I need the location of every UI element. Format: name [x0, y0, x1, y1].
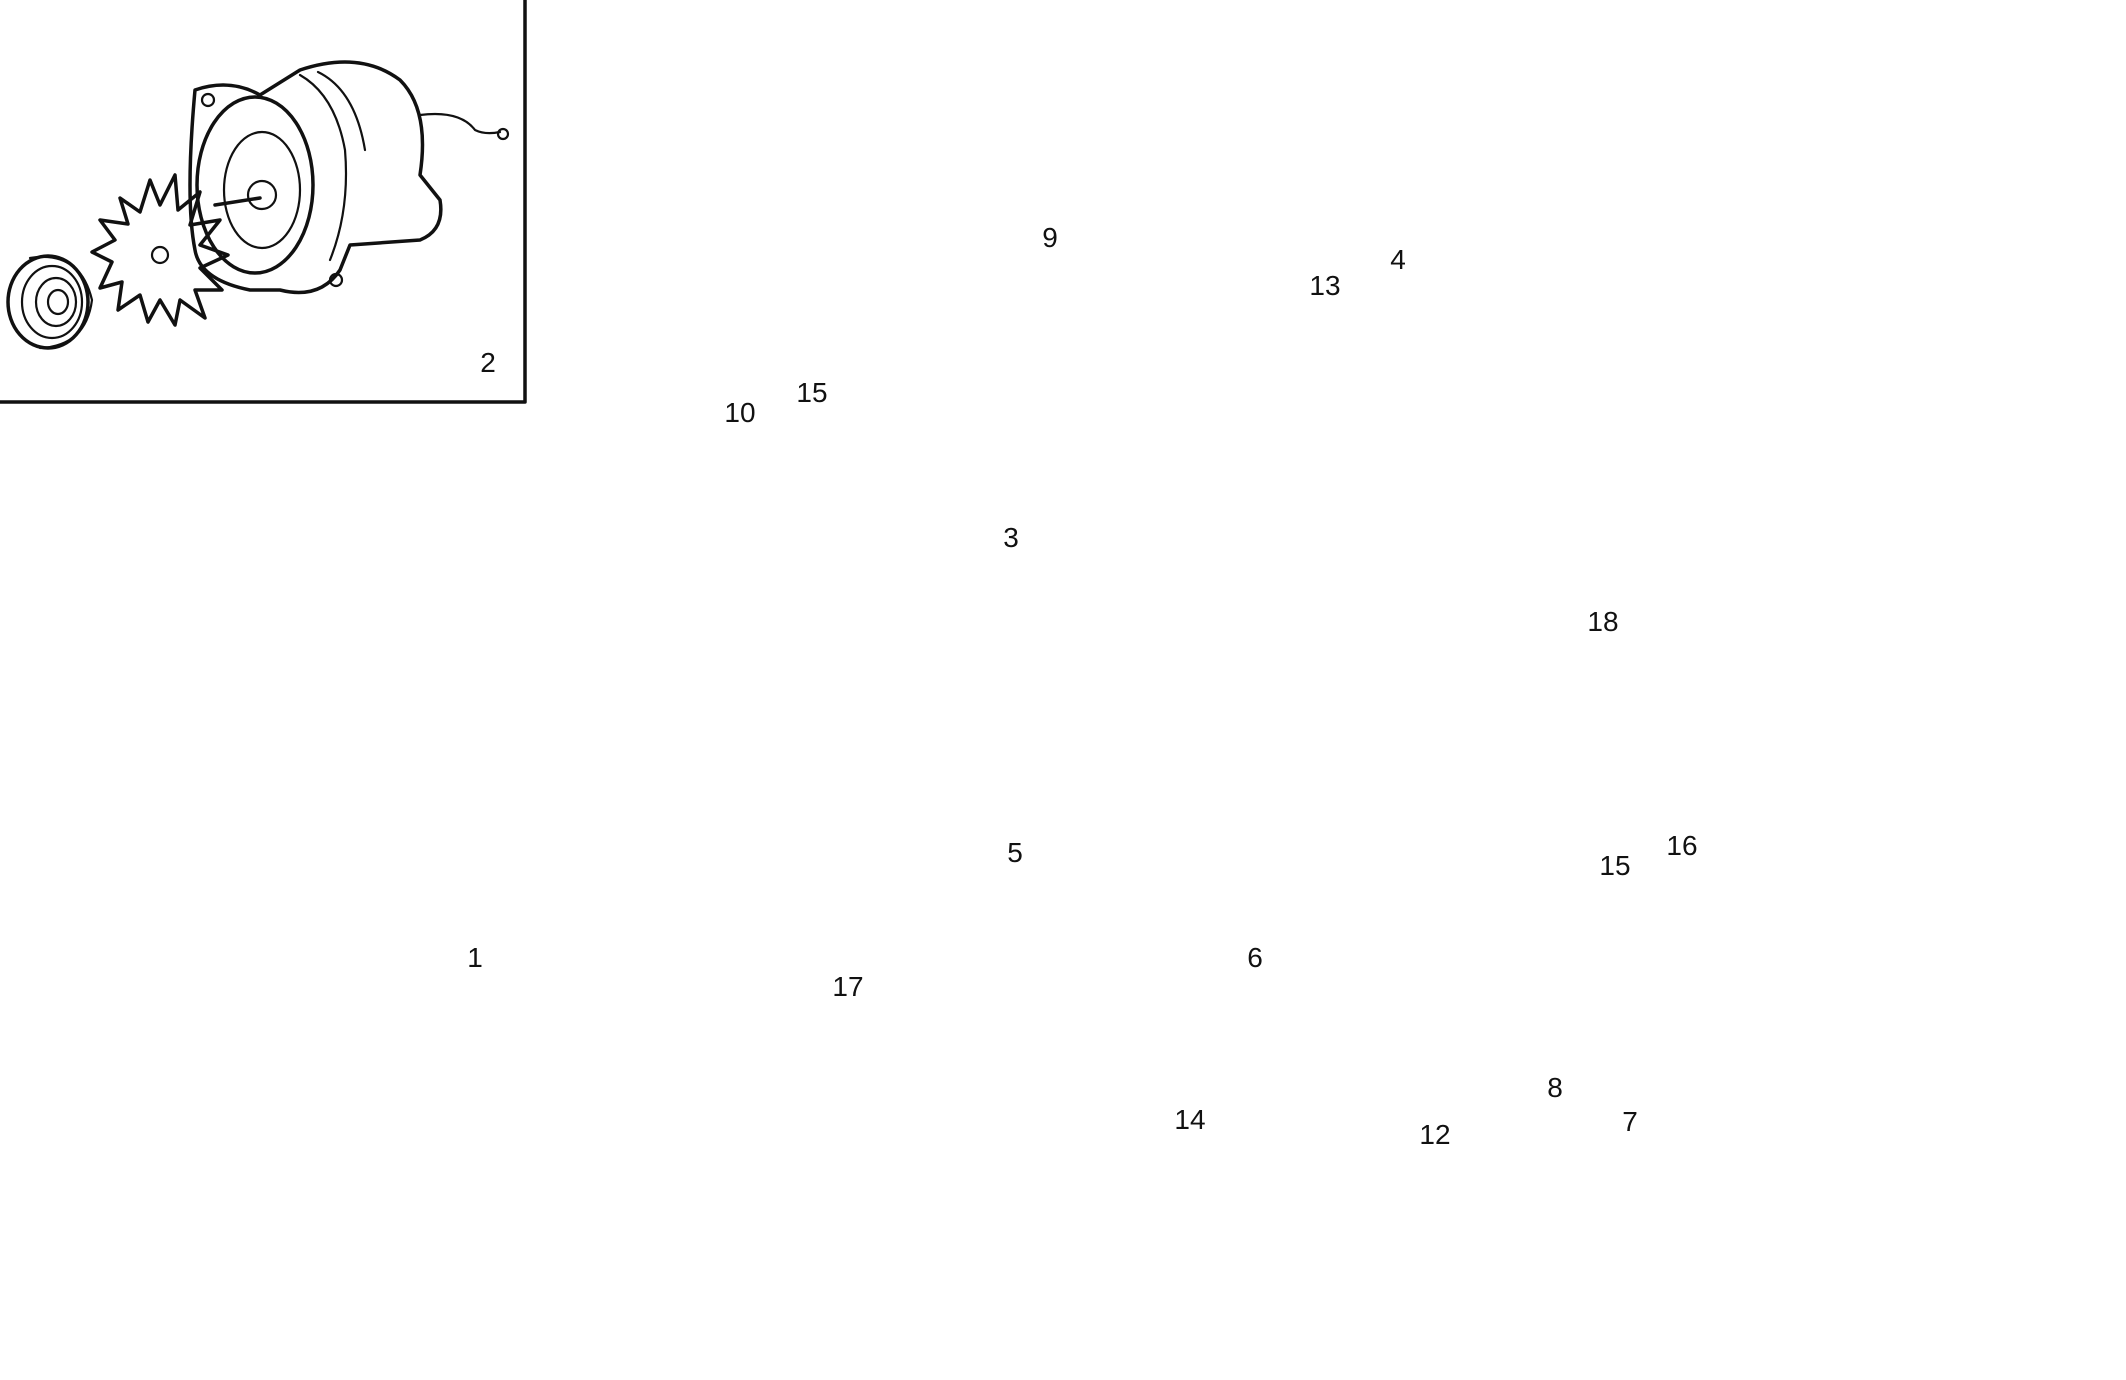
callout-bracket-lower: 6 — [1247, 942, 1263, 973]
callout-washer-bracket: 15 — [1599, 850, 1631, 881]
inset-pulley — [6, 254, 94, 350]
inset-panel — [0, 0, 527, 404]
callout-cable: 18 — [1587, 606, 1619, 637]
callout-washer-arm: 15 — [796, 377, 828, 408]
callout-bolt-upper: 3 — [1003, 522, 1019, 553]
callout-pulley: 1 — [467, 942, 483, 973]
inset-alternator — [188, 60, 510, 295]
callout-washer-lower: 8 — [1547, 1072, 1563, 1103]
callout-bolt-arm: 10 — [724, 397, 756, 428]
callout-bolt-lower: 7 — [1622, 1106, 1638, 1137]
callout-v-belt: 17 — [832, 971, 864, 1002]
callout-nut-upper: 4 — [1390, 244, 1406, 275]
inset-label: 2 — [480, 347, 496, 378]
callout-spacer: 12 — [1419, 1119, 1451, 1150]
callout-washer-upper: 13 — [1309, 270, 1341, 301]
callout-long-bolt: 14 — [1174, 1104, 1206, 1135]
callout-adjusting-arm: 9 — [1042, 222, 1058, 253]
callout-nut-lower: 16 — [1666, 830, 1698, 861]
callout-fan: 5 — [1007, 837, 1023, 868]
inset-fan — [90, 173, 230, 327]
